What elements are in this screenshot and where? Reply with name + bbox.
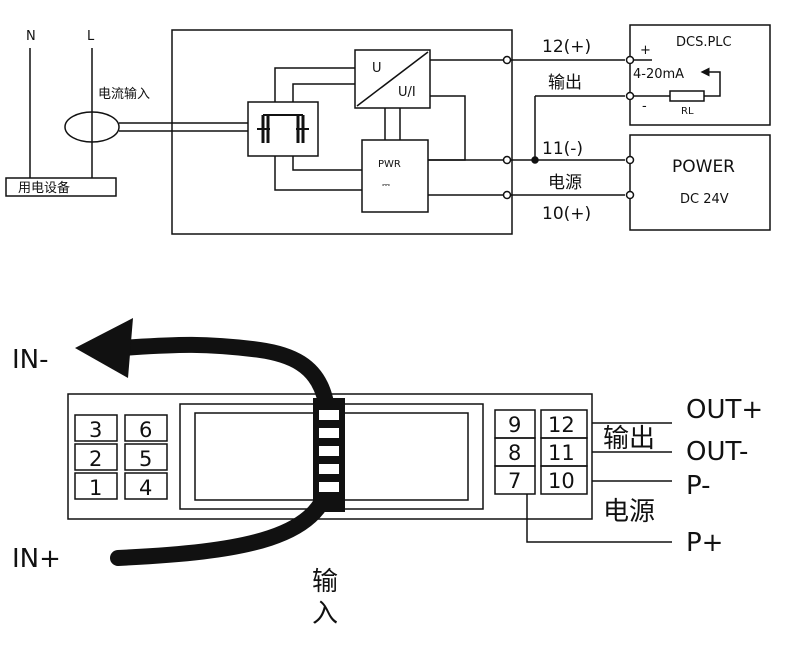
converter-u-label: U (372, 61, 382, 76)
dcs-minus: - (642, 99, 647, 114)
module-outline (171, 29, 513, 235)
in-plus-label: IN+ (12, 544, 61, 574)
power-label-cn: 电源 (603, 497, 655, 527)
terminal-2: 2 (89, 447, 102, 471)
dcs-box (629, 24, 771, 126)
terminal-4: 4 (139, 476, 152, 500)
p-plus-label: P+ (686, 528, 723, 558)
out-plus-label: OUT+ (686, 395, 763, 425)
power-label: 电源 (548, 173, 582, 193)
dcs-title: DCS.PLC (676, 35, 732, 50)
terminal-11-box: 11 (548, 441, 575, 465)
input-cable (75, 318, 345, 566)
power-box-voltage: DC 24V (680, 192, 729, 207)
terminal-10-label: 10(+) (542, 204, 591, 224)
out-minus-label: OUT- (686, 437, 748, 467)
terminal-12 (502, 55, 512, 65)
p-minus-label: P- (686, 471, 711, 501)
current-clamp (64, 111, 120, 143)
terminal-10-box: 10 (548, 469, 575, 493)
dcs-plus: + (640, 43, 651, 58)
power-box-title: POWER (672, 157, 735, 177)
terminal-12-label: 12(+) (542, 37, 591, 57)
terminal-9: 9 (508, 413, 521, 437)
converter-block (354, 49, 431, 109)
cable-arrowhead (75, 318, 133, 378)
device-label: 用电设备 (18, 180, 70, 196)
pwr-block (361, 139, 429, 213)
bottom-module (67, 393, 672, 543)
terminal-11-label: 11(-) (542, 139, 583, 159)
l-label: L (87, 29, 95, 44)
device-box (5, 177, 117, 197)
power-box (629, 134, 771, 231)
output-label: 输出 (548, 73, 582, 93)
terminal-8: 8 (508, 441, 521, 465)
converter-ui-label: U/I (398, 85, 416, 100)
terminal-1: 1 (89, 476, 102, 500)
terminal-3: 3 (89, 418, 102, 442)
terminal-7: 7 (508, 469, 521, 493)
terminal-5: 5 (139, 447, 152, 471)
input-label-2: 入 (312, 599, 338, 629)
pwr-dc-symbol: ⎓ (382, 180, 390, 191)
terminal-6: 6 (139, 418, 152, 442)
terminal-10 (502, 190, 512, 200)
isolator-block (247, 101, 319, 157)
rl-resistor (669, 90, 705, 102)
top-schematic (5, 24, 771, 235)
rl-label: RL (681, 106, 694, 117)
pwr-label: PWR (378, 159, 401, 170)
input-label-1: 输 (312, 567, 338, 597)
output-label-cn: 输出 (603, 424, 655, 454)
dcs-range: 4-20mA (633, 67, 684, 82)
terminal-12-box: 12 (548, 413, 575, 437)
n-label: N (26, 29, 36, 44)
current-input-label: 电流输入 (98, 86, 150, 102)
terminal-11 (502, 155, 512, 165)
in-minus-label: IN- (12, 345, 49, 375)
junction-dot (531, 156, 539, 164)
